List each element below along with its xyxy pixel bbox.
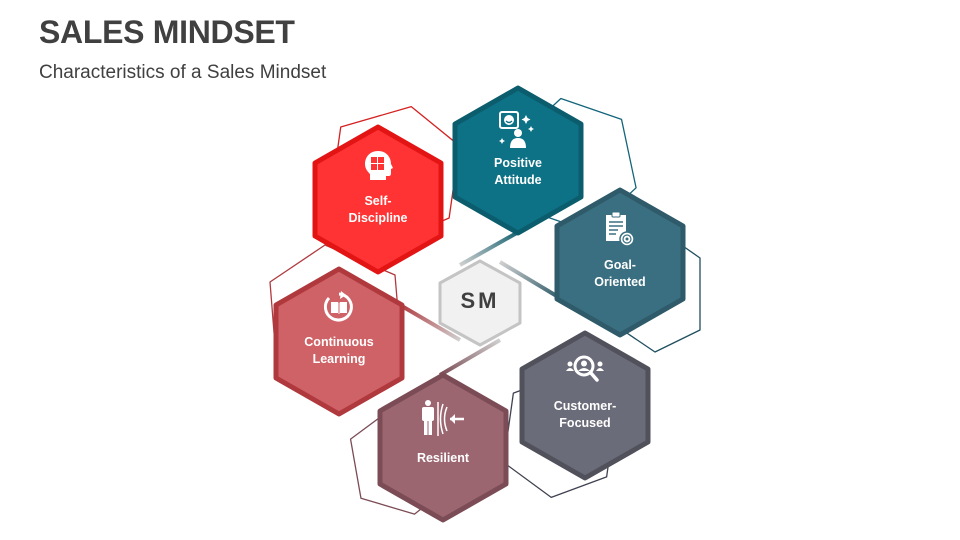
label-line: Discipline (348, 211, 408, 225)
label-line: Oriented (594, 275, 646, 289)
label-line: Continuous (304, 335, 374, 349)
book-cycle-icon (323, 291, 353, 322)
label-line: Attitude (494, 173, 542, 187)
hexagon-customer-focused[interactable] (519, 330, 651, 481)
label-continuous-learning: Continuous Learning (284, 334, 394, 368)
label-customer-focused: Customer- Focused (530, 398, 640, 432)
hexagon-self-discipline[interactable] (312, 124, 444, 275)
label-goal-oriented: Goal- Oriented (565, 257, 675, 291)
center-hexagon (438, 259, 522, 347)
label-line: Resilient (416, 451, 470, 465)
label-line: Customer- (553, 399, 617, 413)
hexagon-goal-oriented[interactable] (554, 187, 686, 338)
page-title: SALES MINDSET (39, 14, 295, 50)
hexagon-positive-attitude[interactable] (452, 85, 584, 236)
magnifier-customer-icon (566, 355, 604, 382)
hexagon-resilient[interactable] (377, 372, 509, 523)
label-line: Learning (312, 352, 366, 366)
smiling-person-sparkles-icon (499, 111, 534, 148)
person-deflect-icon (422, 400, 464, 436)
label-line: Goal- (604, 258, 636, 272)
label-self-discipline: Self- Discipline (323, 193, 433, 227)
hexagon-continuous-learning[interactable] (273, 266, 405, 417)
page-subtitle: Characteristics of a Sales Mindset (39, 62, 327, 83)
label-resilient: Resilient (388, 450, 498, 467)
head-puzzle-icon (365, 151, 393, 180)
label-positive-attitude: Positive Attitude (463, 155, 573, 189)
center-label: SM (460, 288, 500, 313)
label-line: Self- (364, 194, 392, 208)
label-line: Positive (494, 156, 542, 170)
label-line: Focused (559, 416, 611, 430)
clipboard-target-icon (606, 211, 635, 247)
